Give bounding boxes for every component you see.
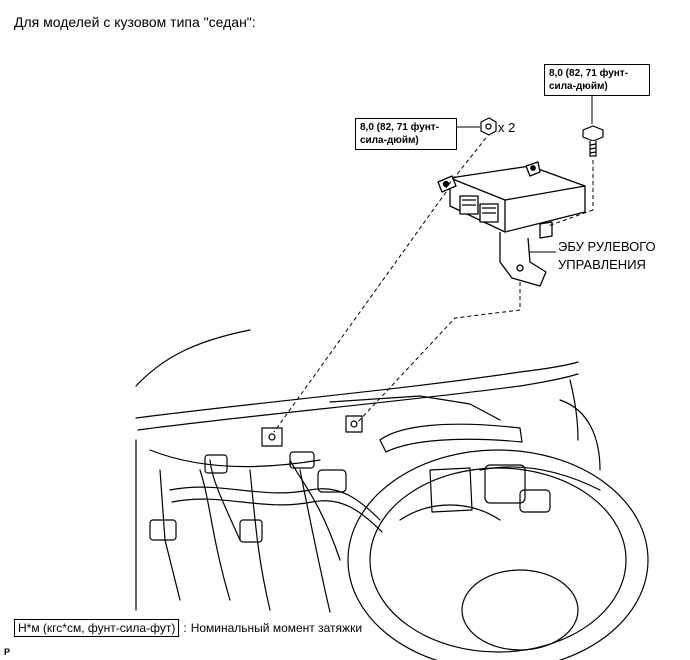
mount-bracket-left [261, 427, 283, 447]
steering-wheel [347, 449, 649, 660]
torque-spec-nut-line1: 8,0 (82, 71 фунт- [360, 122, 440, 133]
nut-quantity: x 2 [498, 120, 516, 135]
figure-code: P [4, 647, 11, 657]
ecu-label-line1: ЭБУ РУЛЕВОГО [558, 239, 656, 254]
ecu-label: ЭБУ РУЛЕВОГО УПРАВЛЕНИЯ [558, 238, 656, 274]
torque-spec-bolt-line1: 8,0 (82, 71 фунт- [549, 68, 629, 79]
legend-separator: : [183, 621, 187, 635]
torque-legend: Н*м (кгс*см, фунт-сила-фут) : Номинальны… [14, 619, 362, 637]
torque-spec-nut-line2: сила-дюйм) [360, 135, 419, 146]
torque-spec-bolt-line2: сила-дюйм) [549, 81, 608, 92]
bolt-icon [582, 125, 604, 157]
wiring-harness [169, 486, 381, 521]
page-heading: Для моделей с кузовом типа "седан": [14, 14, 256, 30]
torque-spec-bolt: 8,0 (82, 71 фунт- сила-дюйм) [544, 64, 650, 96]
legend-description: Номинальный момент затяжки [190, 621, 363, 635]
torque-spec-nut: 8,0 (82, 71 фунт- сила-дюйм) [355, 118, 457, 150]
windshield-line [135, 329, 251, 387]
dashboard-top [135, 361, 579, 419]
steering-ecu [437, 161, 586, 287]
mount-bracket-right [345, 415, 363, 433]
ecu-label-line2: УПРАВЛЕНИЯ [558, 257, 646, 272]
legend-unit: Н*м (кгс*см, фунт-сила-фут) [14, 619, 180, 637]
nut-icon [480, 117, 497, 136]
